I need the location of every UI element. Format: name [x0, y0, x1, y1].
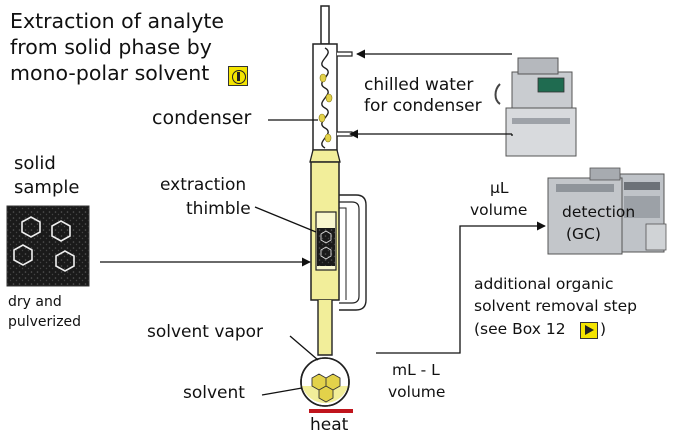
title-line-3: mono-polar solvent	[10, 61, 210, 85]
ml-l-volume-label-1: mL - L	[392, 361, 440, 379]
diagram-title: Extraction of analyte from solid phase b…	[10, 8, 270, 86]
solid-sample-image	[6, 205, 90, 287]
heat-label: heat	[310, 415, 349, 435]
removal-step-label-1: additional organic	[474, 275, 614, 293]
connector-lines	[100, 49, 546, 396]
solid-sample-label-1: solid	[14, 153, 56, 174]
removal-step-label-2: solvent removal step	[474, 297, 637, 315]
dry-pulverized-label-2: pulverized	[8, 314, 82, 330]
gc-instrument-image	[547, 167, 667, 255]
info-icon[interactable]	[228, 66, 248, 86]
ul-volume-label-2: volume	[470, 201, 528, 219]
play-arrow-icon[interactable]	[580, 322, 598, 339]
solid-sample-label-2: sample	[14, 177, 80, 198]
condenser-label: condenser	[152, 107, 252, 129]
detection-label-1: detection	[562, 203, 636, 221]
chilled-water-label-2: for condenser	[364, 96, 482, 116]
heat-bar	[309, 409, 353, 413]
extraction-thimble-label-1: extraction	[160, 175, 247, 195]
removal-step-label-3: (see Box 12	[474, 320, 566, 338]
title-line-2: from solid phase by	[10, 35, 212, 59]
title-line-1: Extraction of analyte	[10, 9, 225, 33]
ml-l-volume-label-2: volume	[388, 383, 446, 401]
chilled-water-label-1: chilled water	[364, 75, 474, 95]
chiller-image	[494, 57, 577, 157]
solvent-label: solvent	[183, 383, 245, 403]
extraction-thimble-label-2: thimble	[186, 199, 251, 219]
soxhlet-apparatus	[300, 5, 367, 407]
ul-volume-label-1: μL	[490, 179, 509, 197]
removal-step-label-3-end: )	[600, 320, 607, 338]
detection-label-2: (GC)	[566, 225, 601, 243]
solvent-vapor-label: solvent vapor	[147, 322, 264, 342]
dry-pulverized-label-1: dry and	[8, 294, 62, 310]
